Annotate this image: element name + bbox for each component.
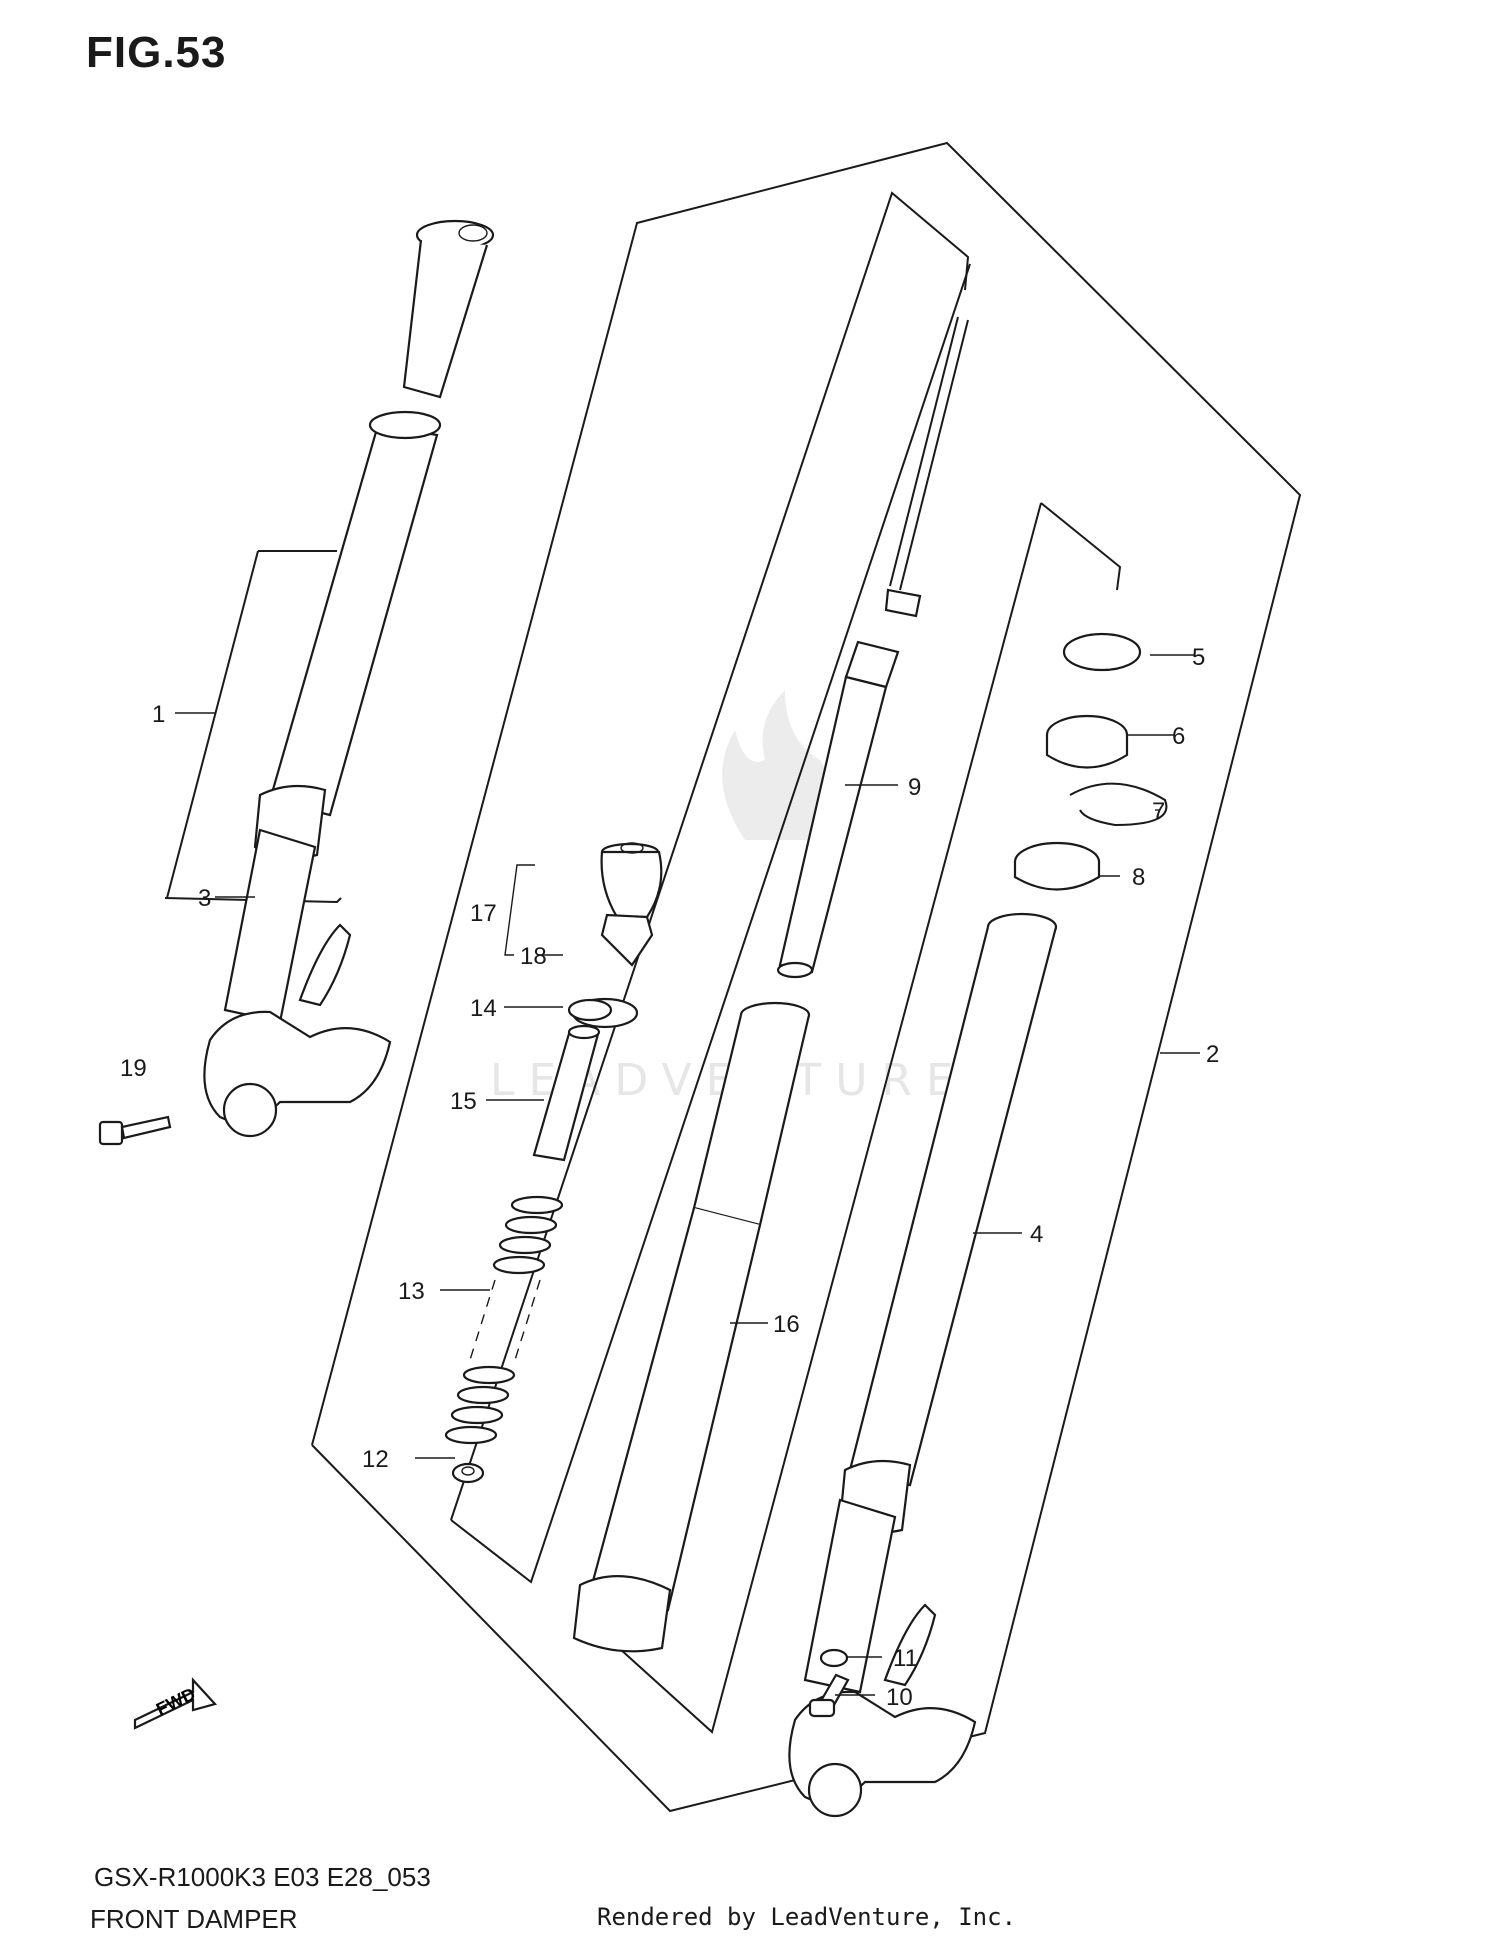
callout-16: 16 (773, 1311, 800, 1338)
callout-17: 17 (470, 900, 497, 927)
callout-13: 13 (398, 1278, 425, 1305)
model-code: GSX-R1000K3 E03 E28_053 (94, 1862, 431, 1892)
callout-11: 11 (893, 1645, 918, 1672)
callout-leaders (175, 654, 1200, 1696)
callout-3: 3 (198, 885, 211, 912)
callout-10: 10 (886, 1684, 913, 1711)
callout-labels: 1 2 3 4 5 6 7 8 9 10 11 12 13 14 15 16 1… (120, 644, 1219, 1711)
fork-assembly-left (203, 219, 495, 1138)
render-credit: Rendered by LeadVenture, Inc. (597, 1903, 1017, 1931)
callout-7: 7 (1152, 798, 1165, 825)
spring-13 (444, 1195, 564, 1445)
fwd-label: FWD (153, 1684, 199, 1720)
inner-tube-16 (572, 1001, 811, 1653)
callout-2: 2 (1206, 1041, 1219, 1068)
callout-6: 6 (1172, 723, 1185, 750)
callout-19: 19 (120, 1055, 147, 1082)
callout-9: 9 (908, 774, 921, 801)
bolt-19 (98, 1115, 172, 1146)
seals-and-rings (1013, 632, 1168, 891)
callout-12: 12 (362, 1446, 389, 1473)
bolt-10-washer-11 (808, 1648, 850, 1718)
callout-14: 14 (470, 995, 497, 1022)
forward-direction-arrow: FWD (133, 1677, 218, 1730)
nut-12 (451, 1462, 485, 1484)
callout-4: 4 (1030, 1221, 1043, 1248)
cartridge-top-parts (532, 842, 663, 1162)
callout-5: 5 (1192, 644, 1205, 671)
outer-tube-4 (788, 912, 1058, 1818)
callout-1: 1 (152, 701, 165, 728)
callout-18: 18 (520, 943, 547, 970)
figure-title: FIG.53 (86, 28, 227, 77)
damper-rod-9 (776, 316, 969, 979)
section-name: FRONT DAMPER (90, 1904, 298, 1934)
callout-8: 8 (1132, 864, 1145, 891)
callout-15: 15 (450, 1088, 477, 1115)
